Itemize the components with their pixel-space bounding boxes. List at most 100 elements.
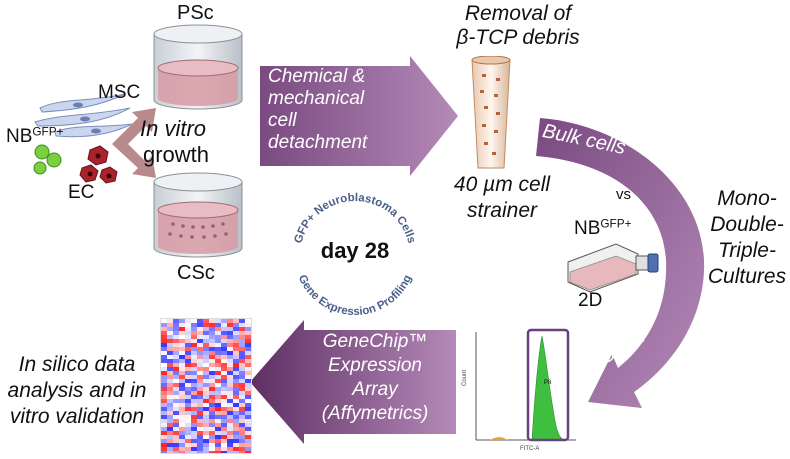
heatmap-cell <box>203 419 209 423</box>
heatmap-cell <box>185 359 191 363</box>
heatmap-cell <box>191 399 197 403</box>
heatmap-cell <box>239 383 245 387</box>
heatmap-cell <box>233 407 239 411</box>
heatmap-cell <box>233 399 239 403</box>
heatmap-cell <box>179 403 185 407</box>
heatmap-cell <box>215 379 221 383</box>
heatmap-cell <box>227 415 233 419</box>
removal-label: Removal of β-TCP debris <box>456 2 580 49</box>
heatmap-cell <box>209 427 215 431</box>
heatmap-cell <box>179 367 185 371</box>
heatmap-cell <box>185 335 191 339</box>
heatmap-cell <box>245 395 251 399</box>
heatmap-cells <box>161 319 251 453</box>
heatmap-cell <box>179 379 185 383</box>
heatmap-cell <box>221 431 227 435</box>
heatmap-cell <box>221 363 227 367</box>
heatmap-cell <box>191 339 197 343</box>
heatmap-cell <box>233 435 239 439</box>
heatmap-cell <box>185 447 191 451</box>
heatmap-cell <box>221 407 227 411</box>
heatmap-cell <box>185 371 191 375</box>
bulk-cells-arrow <box>536 118 705 408</box>
heatmap-cell <box>215 323 221 327</box>
heatmap-cell <box>167 387 173 391</box>
heatmap-cell <box>215 335 221 339</box>
heatmap-cell <box>227 435 233 439</box>
heatmap-cell <box>233 411 239 415</box>
heatmap-cell <box>197 383 203 387</box>
heatmap-cell <box>245 443 251 447</box>
heatmap-cell <box>215 443 221 447</box>
heatmap-cell <box>185 439 191 443</box>
heatmap-cell <box>203 411 209 415</box>
heatmap-cell <box>245 323 251 327</box>
heatmap-cell <box>221 327 227 331</box>
genechip-text: GeneChip™ Expression Array (Affymetrics) <box>321 331 429 424</box>
heatmap-cell <box>233 379 239 383</box>
heatmap-cell <box>239 359 245 363</box>
heatmap-cell <box>191 359 197 363</box>
heatmap-cell <box>179 347 185 351</box>
heatmap-cell <box>167 323 173 327</box>
heatmap-cell <box>209 347 215 351</box>
heatmap-cell <box>239 339 245 343</box>
heatmap-cell <box>245 391 251 395</box>
heatmap-cell <box>161 423 167 427</box>
heatmap-cell <box>185 351 191 355</box>
heatmap-cell <box>191 439 197 443</box>
heatmap-cell <box>203 379 209 383</box>
badge-top-arc: GFP+ Neuroblastoma Cells <box>293 192 418 245</box>
heatmap-cell <box>215 343 221 347</box>
heatmap-cell <box>227 427 233 431</box>
heatmap-cell <box>233 403 239 407</box>
heatmap-cell <box>215 411 221 415</box>
heatmap-cell <box>215 439 221 443</box>
heatmap-cell <box>233 363 239 367</box>
heatmap-cell <box>179 415 185 419</box>
heatmap-cell <box>161 403 167 407</box>
heatmap-cell <box>227 335 233 339</box>
heatmap-cell <box>173 431 179 435</box>
heatmap-cell <box>161 379 167 383</box>
heatmap-cell <box>209 335 215 339</box>
heatmap-cell <box>197 327 203 331</box>
heatmap-cell <box>239 327 245 331</box>
nb-gfp-label: NBGFP+ <box>6 125 64 147</box>
cultures-label: Mono- Double- Triple- Cultures <box>707 187 787 288</box>
heatmap-cell <box>167 407 173 411</box>
heatmap-cell <box>173 419 179 423</box>
heatmap-cell <box>209 407 215 411</box>
heatmap-cell <box>221 411 227 415</box>
heatmap-cell <box>203 423 209 427</box>
heatmap-cell <box>209 383 215 387</box>
heatmap-cell <box>179 331 185 335</box>
in-vitro-label: In vitro <box>140 116 207 141</box>
heatmap-cell <box>209 351 215 355</box>
heatmap-cell <box>209 319 215 323</box>
heatmap-cell <box>245 427 251 431</box>
heatmap-cell <box>233 423 239 427</box>
heatmap-cell <box>191 407 197 411</box>
heatmap-cell <box>161 443 167 447</box>
heatmap-cell <box>239 431 245 435</box>
psc-chamber <box>153 24 243 110</box>
heatmap-cell <box>191 323 197 327</box>
heatmap-cell <box>191 347 197 351</box>
heatmap-cell <box>185 415 191 419</box>
heatmap-cell <box>197 419 203 423</box>
heatmap-cell <box>203 355 209 359</box>
heatmap-cell <box>245 399 251 403</box>
heatmap-cell <box>161 319 167 323</box>
heatmap-cell <box>245 367 251 371</box>
heatmap-cell <box>173 319 179 323</box>
heatmap-cell <box>197 387 203 391</box>
heatmap-cell <box>197 331 203 335</box>
heatmap-cell <box>191 391 197 395</box>
heatmap-cell <box>239 355 245 359</box>
heatmap-cell <box>245 435 251 439</box>
heatmap-cell <box>179 439 185 443</box>
heatmap-cell <box>161 451 167 453</box>
heatmap-cell <box>203 383 209 387</box>
heatmap-cell <box>179 447 185 451</box>
